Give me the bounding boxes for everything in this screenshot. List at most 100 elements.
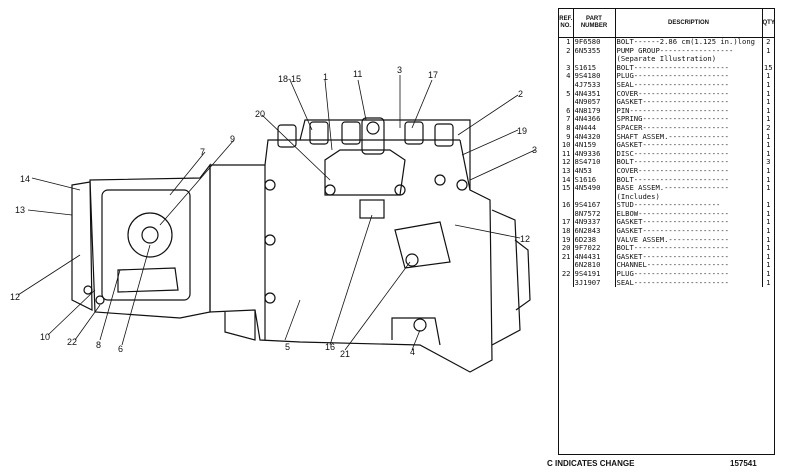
part-number-cell: S1615 [573, 63, 616, 73]
qty-cell: 2 [761, 123, 774, 133]
part-number-cell: 9S4191 [573, 270, 616, 279]
description-cell: (Separate Illustration) [616, 55, 717, 64]
description-cell: PLUG---------------------- [616, 270, 730, 279]
qty-cell: 1 [761, 132, 774, 142]
pump-housing [209, 119, 493, 373]
description-cell: SPRING-------------------- [616, 115, 730, 124]
ref-cell: 10 [559, 141, 574, 150]
base-plate [224, 310, 256, 341]
callout-5: 5 [285, 342, 290, 352]
description-cell: VALVE ASSEM.-------------- [616, 235, 730, 244]
description-cell: (Includes) [616, 192, 660, 201]
qty-cell: 1 [761, 106, 774, 116]
qty-cell: 1 [761, 218, 774, 228]
part-number-cell: 3J1907 [573, 278, 616, 288]
description-cell: PUMP GROUP----------------- [616, 46, 734, 55]
callout-11: 11 [353, 69, 362, 79]
callout-7: 7 [200, 147, 205, 157]
part-number-cell: 4N9336 [573, 149, 616, 159]
ref-cell: 6 [559, 106, 574, 116]
description-cell: SPACER-------------------- [616, 123, 730, 132]
qty-cell: 1 [761, 252, 774, 262]
qty-cell: 1 [761, 141, 774, 150]
change-note: C INDICATES CHANGE [547, 459, 635, 468]
qty-cell: 1 [761, 149, 774, 159]
description-cell: BASE ASSEM.--------------- [616, 184, 730, 193]
qty-cell: 3 [761, 158, 774, 167]
qty-cell: 1 [761, 80, 774, 90]
callout-18-15: 18-15 [278, 74, 301, 84]
callout-12-right: 12 [520, 234, 530, 244]
ref-cell: 13 [559, 166, 574, 176]
callout-10: 10 [40, 332, 50, 342]
exploded-parts-diagram: 18-15 1 11 3 17 2 19 3 20 9 7 14 13 12 1… [10, 65, 537, 373]
qty-cell [761, 55, 774, 64]
ref-cell [559, 261, 574, 271]
ref-cell: 19 [559, 235, 574, 245]
part-number-cell: 9S4167 [573, 201, 616, 210]
qty-cell: 15 [761, 63, 774, 73]
ref-cell [559, 209, 574, 219]
description-cell: BOLT---------------------- [616, 244, 730, 253]
part-number-cell: 4N9057 [573, 98, 616, 107]
callout-3-top: 3 [397, 65, 402, 75]
part-number-cell: 6N5355 [573, 46, 616, 56]
ref-cell: 12 [559, 158, 574, 167]
ref-cell: 5 [559, 89, 574, 99]
ref-cell: 3 [559, 63, 574, 73]
ref-cell: 17 [559, 218, 574, 228]
part-number-cell: 4N4320 [573, 132, 616, 142]
table-row: (Includes) [559, 192, 774, 202]
part-number-cell: 4N5490 [573, 184, 616, 193]
linkage-plate [394, 221, 451, 269]
callout-9: 9 [230, 134, 235, 144]
callout-12-left: 12 [10, 292, 20, 302]
qty-cell: 1 [761, 184, 774, 193]
ref-cell: 14 [559, 175, 574, 185]
ref-cell: 7 [559, 115, 574, 124]
part-number-cell: 8N7572 [573, 209, 616, 219]
ref-cell: 20 [559, 244, 574, 253]
callout-8: 8 [96, 340, 101, 350]
qty-cell: 1 [761, 261, 774, 271]
description-cell: BOLT------2.86 cm(1.125 in.)long [616, 37, 755, 46]
header-description: DESCRIPTION [615, 9, 763, 38]
part-number-cell [573, 55, 616, 64]
part-number-cell: 8S4710 [573, 158, 616, 167]
callout-2: 2 [518, 89, 523, 99]
qty-cell: 1 [761, 166, 774, 176]
ref-cell [559, 55, 574, 64]
qty-cell: 1 [761, 201, 774, 210]
table-row: (Separate Illustration) [559, 55, 774, 64]
callout-19: 19 [517, 126, 527, 136]
ref-cell: 18 [559, 227, 574, 236]
part-number-cell: 9F6580 [573, 37, 616, 47]
callout-4: 4 [410, 347, 415, 357]
header-qty: QTY [762, 9, 775, 38]
part-number-cell: 4J7533 [573, 80, 616, 90]
ref-cell: 11 [559, 149, 574, 159]
qty-cell: 1 [761, 244, 774, 253]
part-number-cell: 4N8179 [573, 106, 616, 116]
description-cell: SEAL---------------------- [616, 80, 730, 89]
part-number-cell: 6N2810 [573, 261, 616, 271]
end-cap [491, 209, 521, 346]
qty-cell: 1 [761, 278, 774, 288]
description-cell: SHAFT ASSEM.-------------- [616, 132, 730, 141]
description-cell: COVER--------------------- [616, 89, 730, 98]
callout-22: 22 [67, 337, 77, 347]
